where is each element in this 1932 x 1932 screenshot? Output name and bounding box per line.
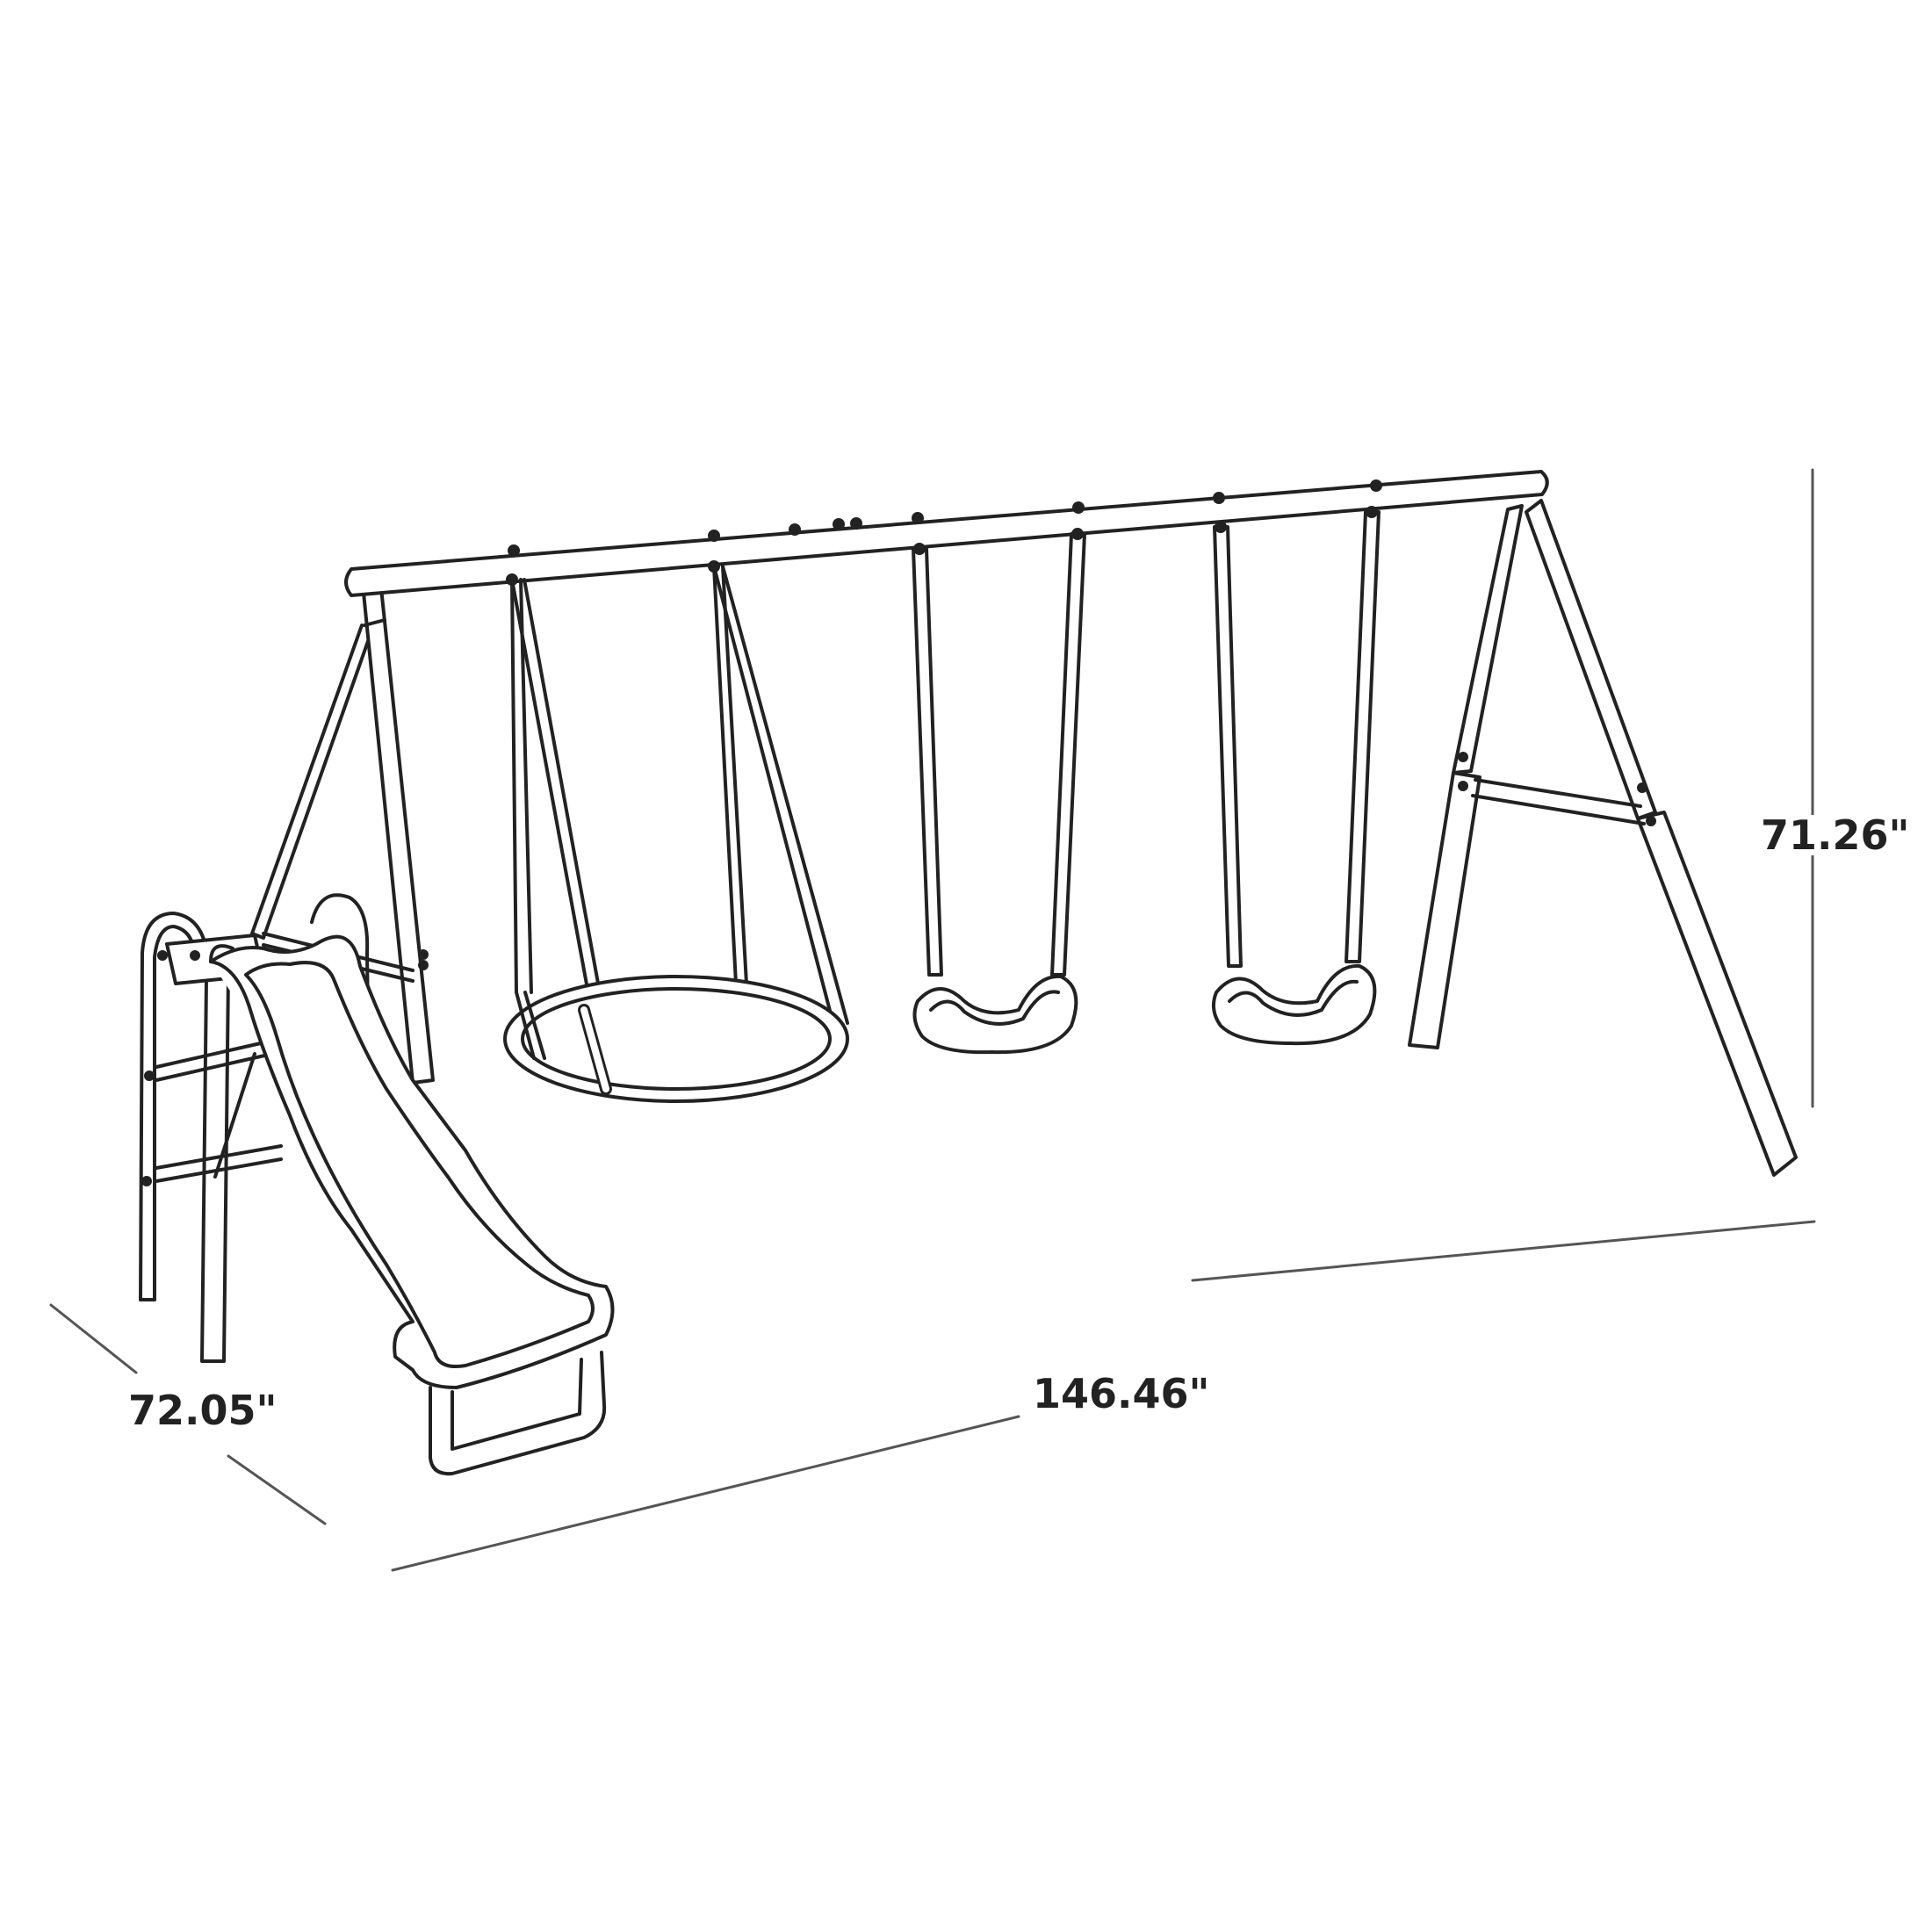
slide-foot-frame-outer <box>429 1351 607 1476</box>
beam-bolt <box>912 512 924 524</box>
left-bolt <box>418 949 429 960</box>
right-a-frame <box>1408 499 1798 1177</box>
depth-dimension-line-top <box>49 1303 138 1374</box>
swing-2-left-chain <box>1213 525 1243 968</box>
right-rear-leg-upper <box>1452 504 1524 775</box>
swing-2-hook <box>1215 521 1227 533</box>
swing-1-seat-inner <box>929 990 1060 1026</box>
slide-bolt <box>157 950 168 961</box>
swing-2-seat <box>1211 963 1377 1046</box>
left-leg-joint <box>363 618 386 627</box>
right-bolt <box>1637 782 1647 793</box>
slide-foot-frame-inner <box>451 1358 583 1451</box>
slide-bolt <box>144 1071 155 1081</box>
saucer-hook <box>708 560 720 573</box>
belt-swing-1 <box>912 528 1086 1055</box>
swing-1-hook <box>913 543 926 555</box>
saucer-rope <box>712 565 836 1029</box>
saucer-rope-front <box>523 991 546 1060</box>
top-beam-tube <box>344 470 1549 597</box>
saucer-hook <box>506 573 518 586</box>
saucer-rope <box>712 565 738 985</box>
saucer-rope <box>721 565 748 985</box>
width-dimension-label: 146.46" <box>1027 1373 1215 1414</box>
right-rear-leg-lower <box>1408 771 1481 1049</box>
left-rear-leg <box>250 624 374 940</box>
beam-bolt <box>789 523 801 536</box>
right-crossbar-top <box>1474 778 1642 808</box>
ladder-rung <box>155 1144 283 1170</box>
saucer-rope <box>510 578 518 994</box>
dimension-lines <box>49 468 1816 1572</box>
swing-1-right-chain <box>1050 532 1086 977</box>
swing-2-seat-inner <box>1228 979 1359 1017</box>
swing-2-hook <box>1366 506 1378 518</box>
beam-bolt <box>1072 501 1085 514</box>
swing-1-seat <box>912 974 1078 1055</box>
slide-rear-handle <box>310 893 371 1086</box>
swing-1-hook <box>1071 528 1084 540</box>
top-beam <box>344 470 1549 597</box>
beam-bolt <box>508 544 520 557</box>
depth-dimension-line-bottom <box>227 1454 327 1525</box>
beam-bolt <box>850 517 862 530</box>
beam-bolt <box>833 518 845 530</box>
slide <box>139 893 615 1476</box>
swing-1-left-chain <box>912 547 943 977</box>
slide-chute <box>209 934 615 1389</box>
beam-bolt <box>1370 479 1382 492</box>
right-bolt <box>1646 816 1656 826</box>
width-dimension-line-right <box>1191 1220 1816 1282</box>
right-bolt <box>1458 752 1468 762</box>
slide-chute-inner <box>244 961 595 1368</box>
slide-bolt <box>190 950 200 961</box>
saucer-swing <box>503 560 849 1103</box>
saucer-rope <box>519 578 533 994</box>
slide-bolt <box>141 1176 152 1186</box>
belt-swing-2 <box>1211 506 1381 1046</box>
saucer-rope-front <box>515 991 536 1060</box>
saucer-seat-inner <box>521 987 832 1091</box>
right-bolt <box>1458 781 1468 791</box>
left-bolt <box>418 960 429 970</box>
right-crossbar-bottom <box>1471 794 1646 825</box>
depth-dimension-label: 72.05" <box>123 1390 283 1431</box>
saucer-front-rope-fill <box>580 1006 609 1092</box>
right-front-leg-lower <box>1636 811 1798 1177</box>
beam-bolt <box>708 530 720 542</box>
right-front-leg-upper <box>1525 499 1657 820</box>
saucer-rope <box>721 565 849 1025</box>
ladder-brace <box>213 1052 256 1179</box>
beam-bolt <box>1213 492 1225 504</box>
swing-2-right-chain <box>1344 510 1381 963</box>
height-dimension-label: 71.26" <box>1755 815 1915 855</box>
saucer-seat-outer <box>503 975 849 1103</box>
ladder-rung <box>155 1039 274 1069</box>
width-dimension-line-left <box>391 1415 1020 1572</box>
